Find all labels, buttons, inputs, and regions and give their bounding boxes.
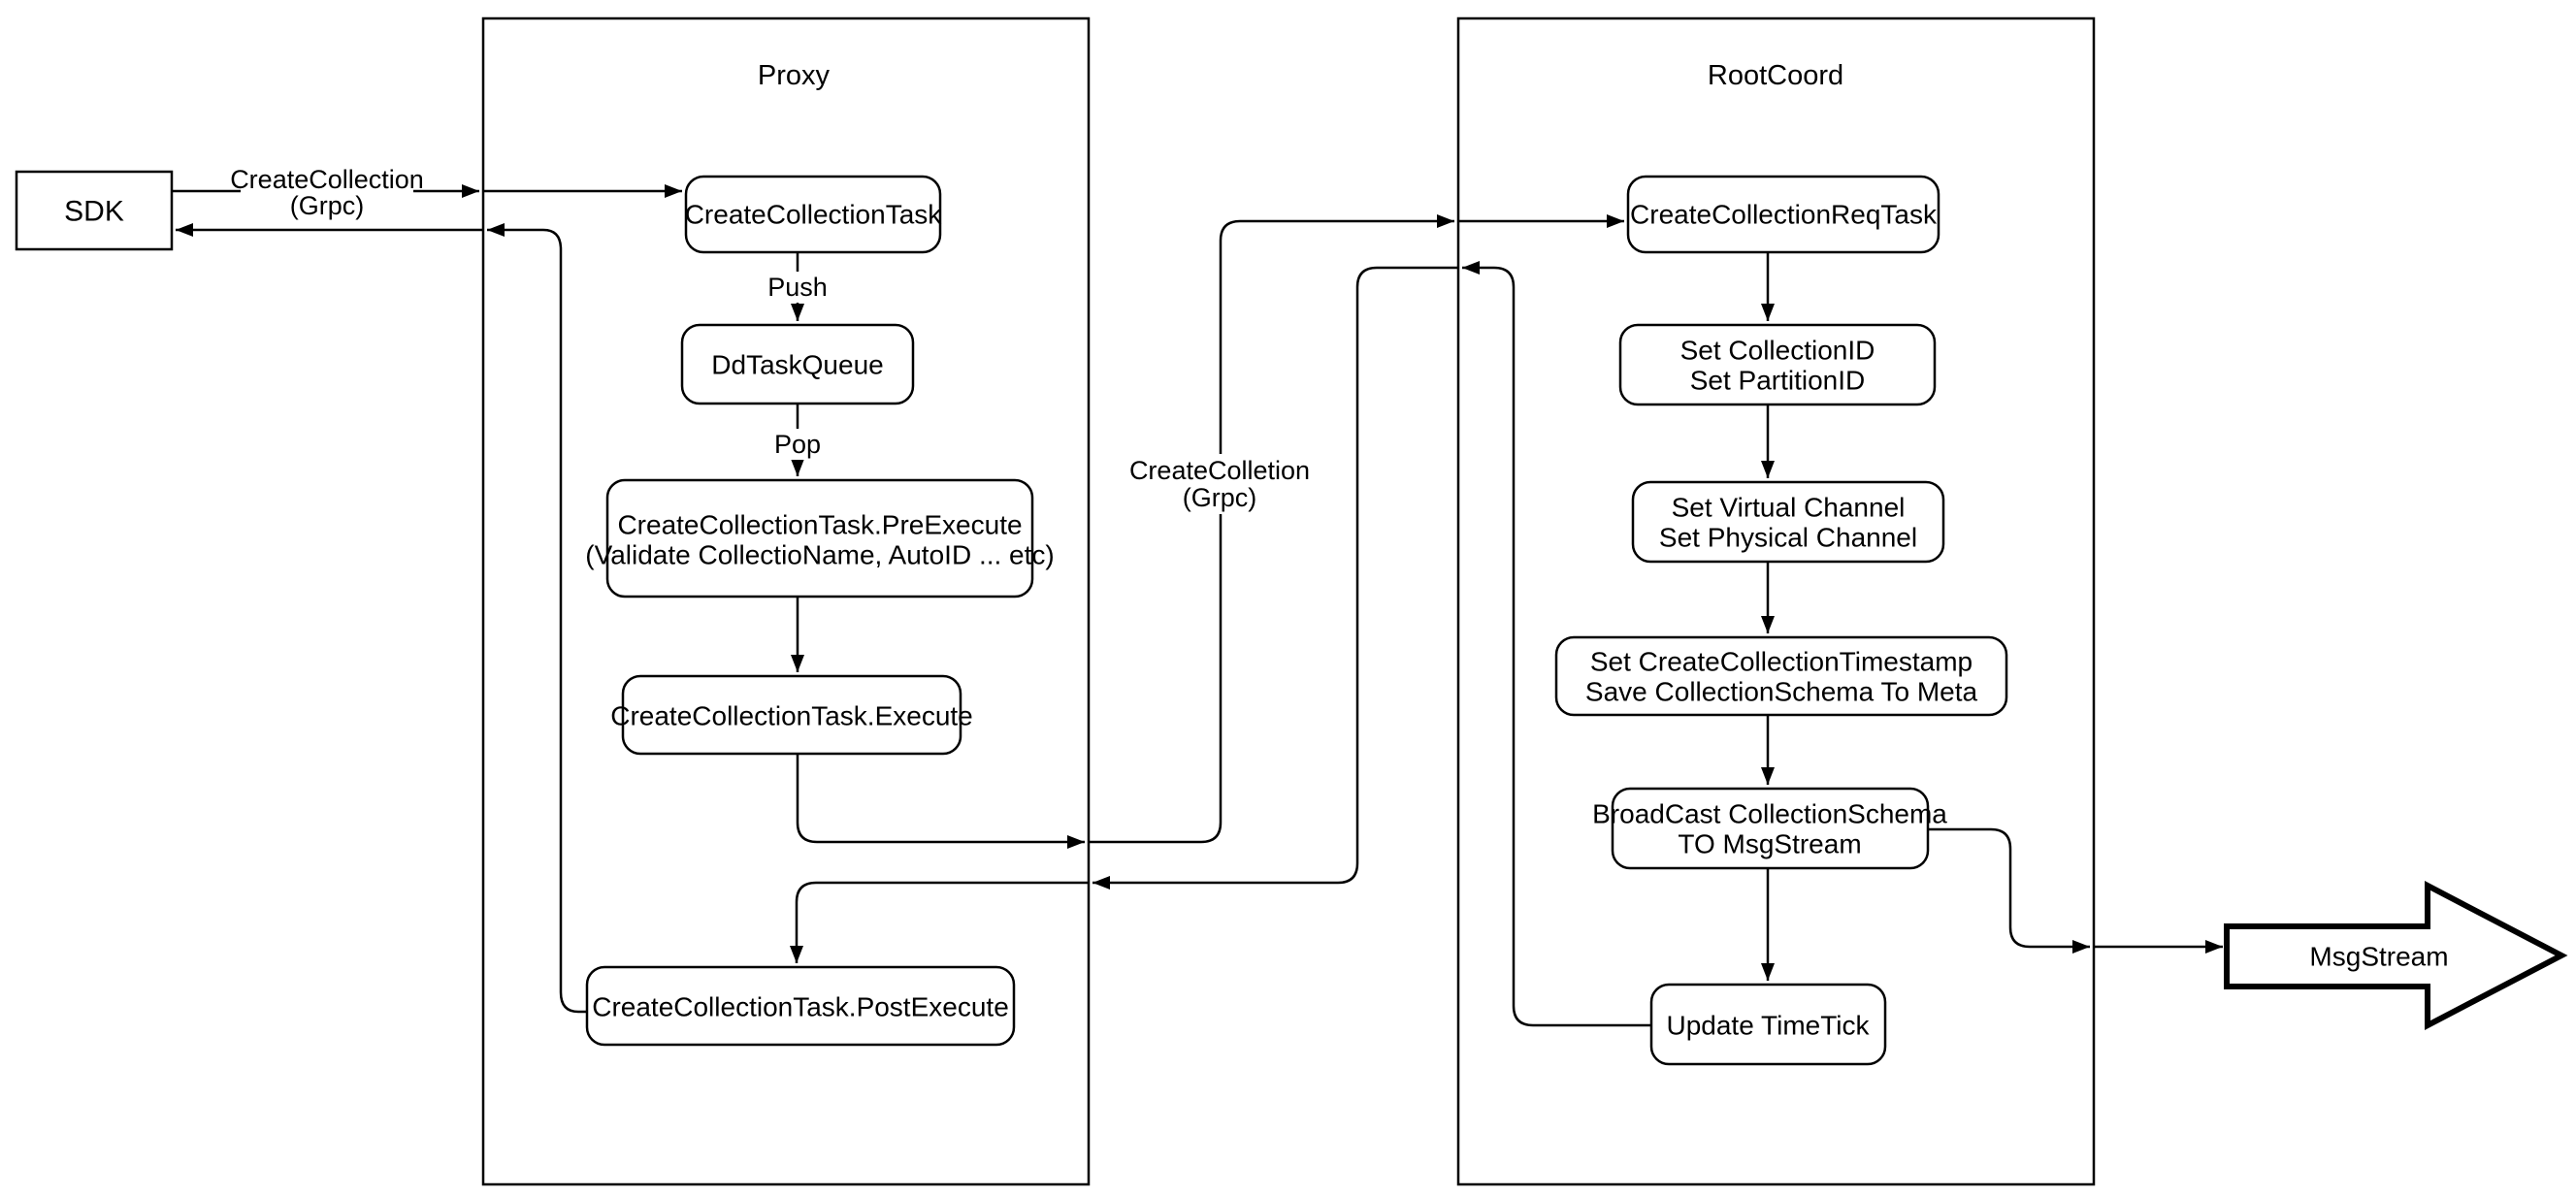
msgstream-label: MsgStream xyxy=(2309,942,2448,972)
pop-label: Pop xyxy=(768,429,827,460)
create-collection-task-rect xyxy=(684,175,942,254)
pre-execute-rect xyxy=(605,478,1034,598)
proxy-title: Proxy xyxy=(758,60,831,91)
set-virtual-channel-node: Set Virtual Channel Set Physical Channel xyxy=(1631,480,1945,564)
dd-task-queue-node: DdTaskQueue xyxy=(680,323,915,405)
edge-return-to-postexecute xyxy=(790,881,1089,963)
create-collection-task-label: CreateCollectionTask xyxy=(685,200,943,230)
update-timetick-rect xyxy=(1649,983,1887,1066)
dd-task-queue-rect xyxy=(680,323,915,405)
rootcoord-container: RootCoord xyxy=(1456,16,2096,1186)
update-timetick-label: Update TimeTick xyxy=(1666,1011,1870,1041)
broadcast-label-line1: BroadCast CollectionSchema xyxy=(1592,799,1947,829)
sdk-grpc-label-line1: CreateCollection xyxy=(230,165,424,194)
pre-execute-label-line1: CreateCollectionTask.PreExecute xyxy=(617,510,1022,540)
create-collection-task-node: CreateCollectionTask xyxy=(684,175,943,254)
set-timestamp-rect xyxy=(1554,635,2008,717)
proxy-container: Proxy xyxy=(481,16,1091,1186)
set-virtual-channel-label-line1: Set Virtual Channel xyxy=(1672,493,1906,523)
pre-execute-label-line2: (Validate CollectioName, AutoID ... etc) xyxy=(585,540,1054,570)
execute-node: CreateCollectionTask.Execute xyxy=(610,674,973,756)
push-label: Push xyxy=(763,272,832,303)
execute-rect xyxy=(621,674,962,756)
sdk-grpc-label: CreateCollection (Grpc) xyxy=(230,165,424,220)
rootcoord-title: RootCoord xyxy=(1708,60,1843,91)
mid-grpc-label: CreateColletion (Grpc) xyxy=(1129,454,1310,514)
broadcast-label-line2: TO MsgStream xyxy=(1678,829,1861,859)
sdk-node: SDK xyxy=(15,170,174,251)
set-timestamp-label-line2: Save CollectionSchema To Meta xyxy=(1585,677,1978,707)
edge-broadcast-out-of-rootcoord xyxy=(1928,827,2090,954)
mid-grpc-label-line2: (Grpc) xyxy=(1183,483,1257,512)
post-execute-node: CreateCollectionTask.PostExecute xyxy=(585,965,1016,1047)
pop-label-text: Pop xyxy=(774,430,821,459)
post-execute-label: CreateCollectionTask.PostExecute xyxy=(592,992,1009,1022)
set-collection-id-label-line1: Set CollectionID xyxy=(1680,336,1875,366)
msgstream-arrow-shape xyxy=(2224,881,2568,1030)
edge-timetick-return-inside-rootcoord xyxy=(1462,261,1651,1027)
rootcoord-container-rect xyxy=(1456,16,2096,1186)
pre-execute-node: CreateCollectionTask.PreExecute (Validat… xyxy=(585,478,1055,598)
set-collection-id-rect xyxy=(1618,323,1937,406)
push-label-text: Push xyxy=(767,273,828,302)
create-collection-req-task-label: CreateCollectionReqTask xyxy=(1630,200,1938,230)
set-timestamp-node: Set CreateCollectionTimestamp Save Colle… xyxy=(1554,635,2008,717)
update-timetick-node: Update TimeTick xyxy=(1649,983,1887,1066)
edge-return-to-proxy-border xyxy=(1092,266,1458,890)
proxy-container-rect xyxy=(481,16,1091,1186)
broadcast-rect xyxy=(1611,787,1930,870)
pop-label-bg xyxy=(768,429,827,460)
set-virtual-channel-label-line2: Set Physical Channel xyxy=(1659,523,1917,553)
edge-execute-out-of-proxy xyxy=(796,754,1085,849)
execute-label: CreateCollectionTask.Execute xyxy=(610,701,973,731)
mid-grpc-label-line1: CreateColletion xyxy=(1129,456,1310,485)
sdk-node-rect xyxy=(15,170,174,251)
dd-task-queue-label: DdTaskQueue xyxy=(711,350,883,380)
set-collection-id-node: Set CollectionID Set PartitionID xyxy=(1618,323,1937,406)
edge-postexecute-to-proxy-border xyxy=(487,223,587,1014)
push-label-bg xyxy=(763,272,832,303)
mid-grpc-label-bg xyxy=(1137,454,1304,514)
set-virtual-channel-rect xyxy=(1631,480,1945,564)
edge-grpc-to-rootcoord-border xyxy=(1089,214,1454,844)
sdk-grpc-label-bg xyxy=(241,165,413,219)
sdk-grpc-label-line2: (Grpc) xyxy=(290,191,365,220)
set-collection-id-label-line2: Set PartitionID xyxy=(1690,366,1866,396)
set-timestamp-label-line1: Set CreateCollectionTimestamp xyxy=(1590,647,1973,677)
msgstream-node: MsgStream xyxy=(2224,881,2568,1030)
sdk-node-label: SDK xyxy=(64,196,124,228)
create-collection-req-task-node: CreateCollectionReqTask xyxy=(1626,175,1940,254)
create-collection-req-task-rect xyxy=(1626,175,1940,254)
broadcast-node: BroadCast CollectionSchema TO MsgStream xyxy=(1592,787,1947,870)
post-execute-rect xyxy=(585,965,1016,1047)
